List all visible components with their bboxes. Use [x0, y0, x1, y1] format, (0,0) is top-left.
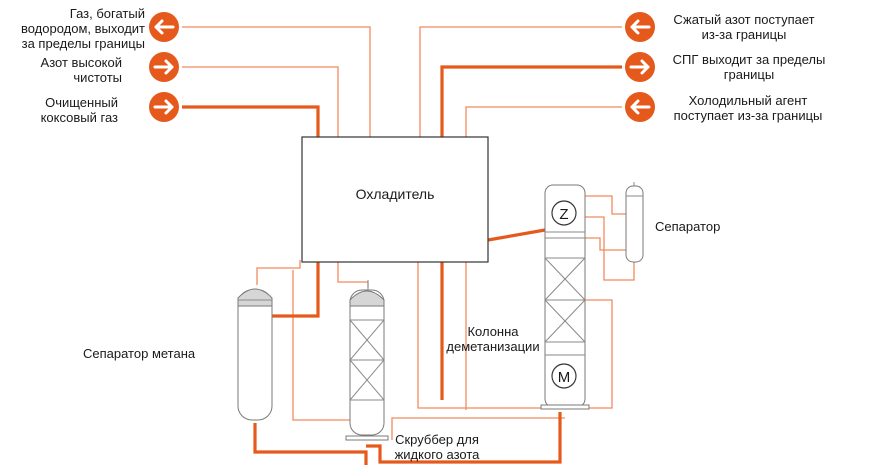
column-top-marker-label: Z — [559, 206, 568, 223]
label-methane-separator: Сепаратор метана — [83, 346, 196, 361]
demethanizer-column — [540, 184, 590, 410]
arrow-lng-out — [625, 52, 655, 82]
column-bottom-marker-label: M — [558, 369, 571, 386]
thin-stream-lines — [182, 26, 635, 440]
stream-cooler-scrubber-top — [337, 262, 369, 290]
stream-scrubber-to-column — [391, 417, 565, 440]
stream-high-purity-nitrogen — [182, 66, 339, 137]
stream-lng-out — [440, 65, 622, 137]
stream-coke-gas — [182, 105, 320, 137]
stream-column-separator-top — [585, 195, 626, 215]
label-high-purity-nitrogen: Азот высокой чистоты — [40, 55, 122, 85]
stream-scrubber-side — [292, 270, 350, 421]
methane-separator-vessel — [237, 288, 273, 421]
cooler-box — [301, 136, 489, 263]
label-liquid-nitrogen-scrubber: Скруббер для жидкого азота — [394, 432, 480, 462]
stream-refrigerant — [465, 106, 622, 137]
column-top-marker — [551, 200, 577, 226]
stream-cooler-methane-sep — [272, 262, 320, 318]
stream-column-bottom-loop — [417, 262, 545, 409]
arrow-hydrogen-out — [149, 12, 179, 42]
thick-stream-lines — [182, 65, 622, 465]
stream-column-bottom-right — [585, 299, 613, 409]
stream-cooler-methane-sep-top — [256, 260, 301, 285]
scrubber-vessel — [345, 280, 389, 441]
label-compressed-nitrogen-in: Сжатый азот поступает из-за границы — [673, 12, 815, 42]
stream-column-to-separator — [585, 237, 626, 251]
separator-vessel — [625, 182, 644, 263]
column-bottom-marker — [551, 363, 577, 389]
label-lng-out: СПГ выходит за пределы границы — [672, 52, 826, 82]
label-refrigerant-in: Холодильный агент поступает из-за границ… — [673, 93, 823, 123]
label-purified-coke-gas: Очищенный коксовый газ — [40, 95, 118, 125]
stream-hydrogen-out — [182, 26, 371, 137]
stream-methane-sep-bottom — [253, 423, 368, 465]
arrow-coke-gas — [149, 92, 179, 122]
cooler-label: Охладитель — [355, 186, 435, 202]
stream-cooler-column — [487, 228, 546, 242]
label-separator: Сепаратор — [655, 219, 721, 234]
label-demethanizer-column: Колонна деметанизации — [446, 324, 540, 354]
arrow-refrigerant — [625, 92, 655, 122]
label-hydrogen-gas-out: Газ, богатый водородом, выходит за преде… — [20, 6, 145, 51]
arrow-high-purity-nitrogen — [149, 52, 179, 82]
stream-column-separator-bottom — [585, 216, 635, 281]
arrow-compressed-nitrogen — [625, 12, 655, 42]
stream-scrubber-bottom — [366, 412, 562, 464]
stream-compressed-nitrogen — [419, 26, 622, 137]
